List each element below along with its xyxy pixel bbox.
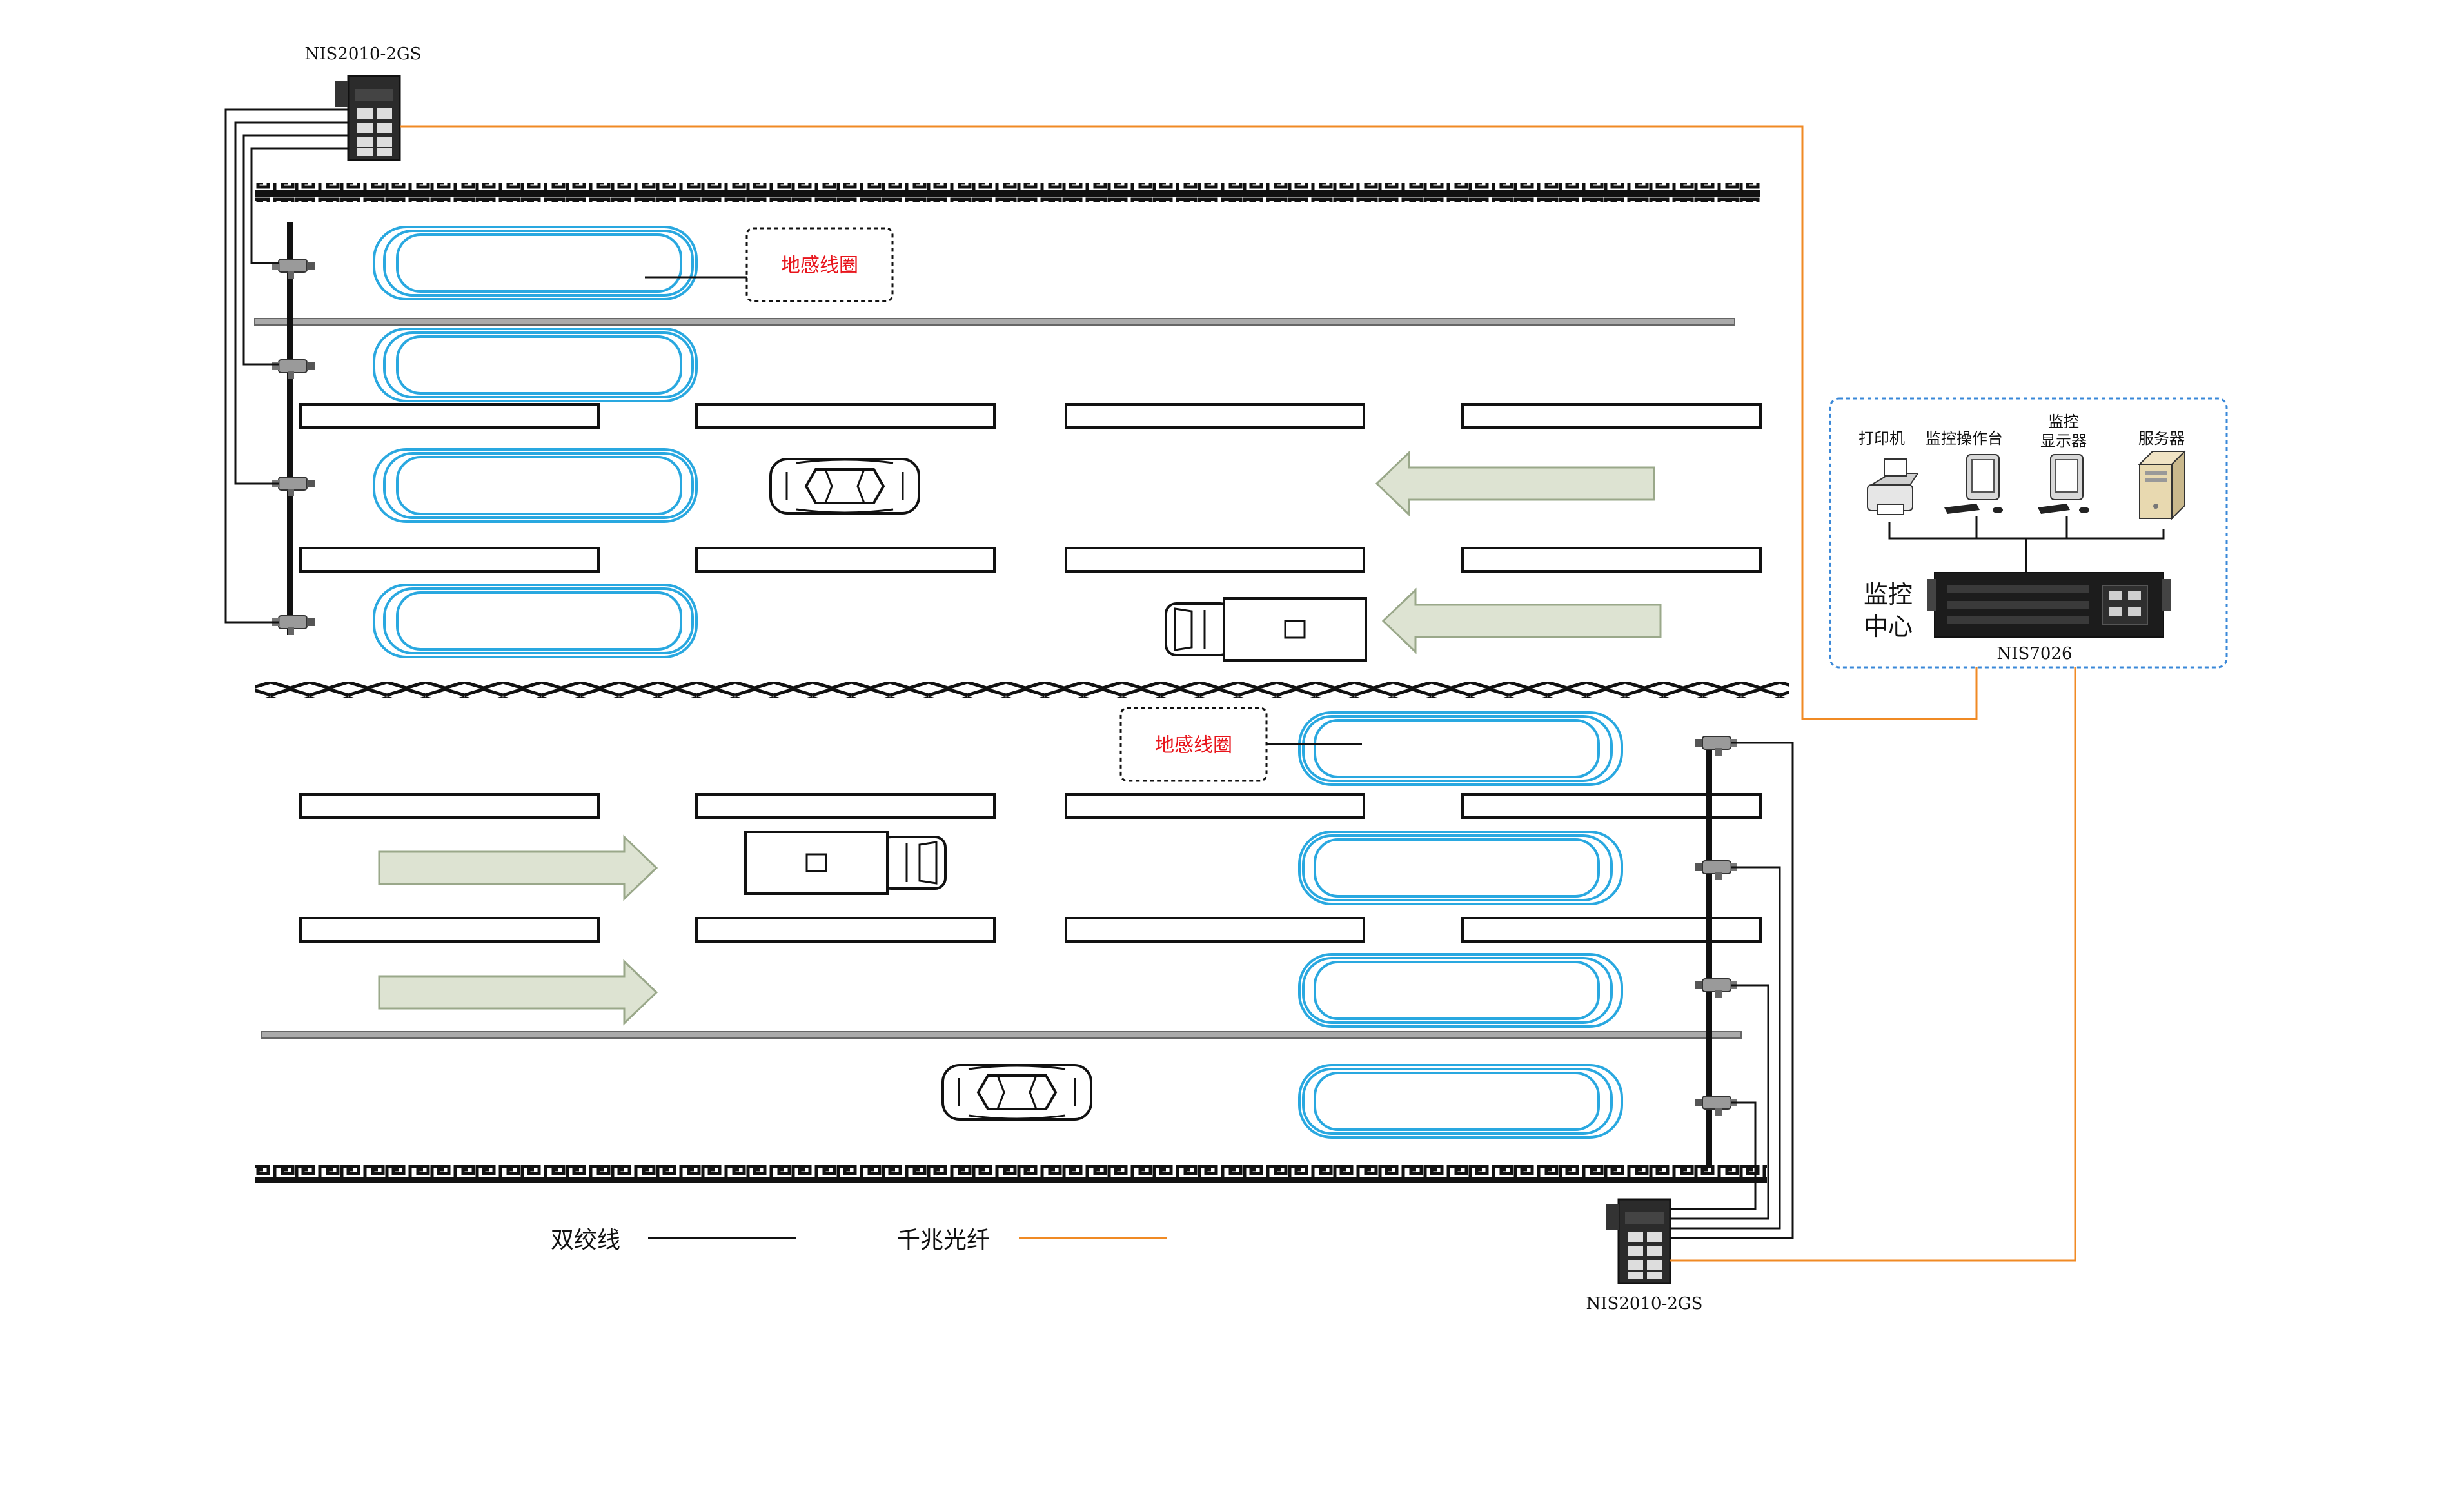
fiber-links [400, 125, 2076, 1262]
camera-icon [1694, 860, 1738, 881]
control-center-label-line2: 中心 [1864, 613, 1913, 641]
core-switch-label: NIS7026 [1997, 644, 2073, 663]
monitor-computer-icon [2038, 454, 2089, 514]
car-icon [941, 1064, 1092, 1121]
camera-pole-right [1706, 742, 1712, 1167]
lan-connections [1888, 516, 2165, 573]
device-label-monitor-line1: 监控 [2048, 413, 2079, 431]
road-barrier-top [255, 183, 1760, 202]
server-icon [2138, 449, 2187, 520]
road-median-barrier [255, 682, 1789, 698]
camera-pole-left [287, 222, 293, 635]
device-label-printer: 打印机 [1858, 429, 1905, 447]
device-label-console: 监控操作台 [1926, 429, 2003, 447]
control-center-label-line1: 监控 [1864, 580, 1913, 609]
loop-label-box-bottom [1119, 707, 1268, 782]
loop-label-bottom: 地感线圈 [1155, 734, 1232, 757]
legend-twisted-pair-label: 双绞线 [551, 1227, 620, 1253]
truck-icon [1165, 597, 1367, 662]
loop-label-top: 地感线圈 [781, 255, 858, 277]
lane-divider-bottom [261, 1031, 1742, 1039]
loop-label-box-top [745, 227, 894, 302]
direction-arrow-left-2 [1382, 589, 1662, 653]
camera-icon [271, 477, 315, 497]
device-label-monitor-line2: 显示器 [2040, 432, 2087, 450]
device-label-server: 服务器 [2138, 429, 2185, 447]
camera-icon [271, 615, 315, 636]
core-switch-icon [1927, 572, 2171, 638]
legend-gigabit-fiber-label: 千兆光纤 [897, 1227, 990, 1253]
switch-top-label: NIS2010-2GS [305, 44, 422, 64]
printer-icon [1867, 458, 1919, 515]
lane-divider-top [254, 318, 1735, 326]
switch-bottom-label: NIS2010-2GS [1586, 1294, 1703, 1313]
twisted-pair-cables-left [224, 108, 348, 624]
direction-arrow-right-2 [378, 960, 658, 1025]
truck-icon [744, 831, 947, 895]
direction-arrow-right-1 [378, 836, 658, 900]
camera-icon [1694, 978, 1738, 999]
switch-bottom-icon [1604, 1198, 1671, 1284]
camera-icon [1694, 1096, 1738, 1116]
console-computer-icon [1944, 454, 2003, 514]
road-barrier-bottom [255, 1164, 1767, 1183]
induction-loops-top [373, 226, 698, 658]
car-icon [769, 458, 920, 515]
camera-icon [271, 359, 315, 380]
twisted-pair-cables-right [1664, 742, 1794, 1239]
direction-arrow-left-1 [1375, 451, 1655, 516]
camera-icon [1694, 736, 1738, 756]
